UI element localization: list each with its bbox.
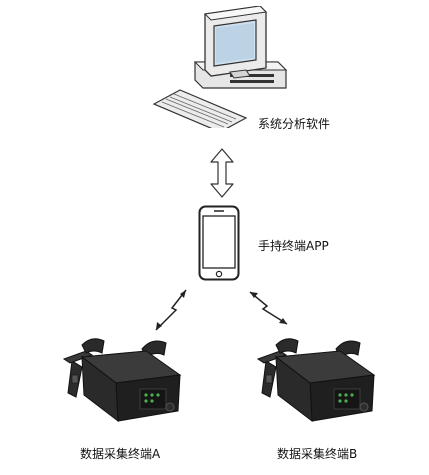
- smartphone-icon: [198, 205, 240, 281]
- data-terminal-a: [58, 333, 184, 425]
- data-terminal-b: [252, 333, 378, 425]
- terminal-a-label: 数据采集终端A: [80, 447, 161, 461]
- terminal-b-label: 数据采集终端B: [277, 447, 358, 461]
- data-terminal-device-icon: [62, 338, 182, 423]
- desktop-computer: [150, 6, 290, 128]
- data-terminal-device-icon: [256, 338, 376, 423]
- desktop-computer-icon: [152, 6, 288, 128]
- wireless-signal-icon: [249, 291, 288, 325]
- wireless-signal-icon: [155, 289, 187, 331]
- pc-label: 系统分析软件: [258, 117, 331, 131]
- smartphone: [198, 205, 240, 281]
- bidirectional-arrow-icon: [210, 148, 234, 198]
- phone-label: 手持终端APP: [258, 239, 329, 253]
- wireless-link-b: [247, 290, 289, 326]
- wireless-link-a: [152, 288, 190, 332]
- bidirectional-arrow: [209, 148, 235, 198]
